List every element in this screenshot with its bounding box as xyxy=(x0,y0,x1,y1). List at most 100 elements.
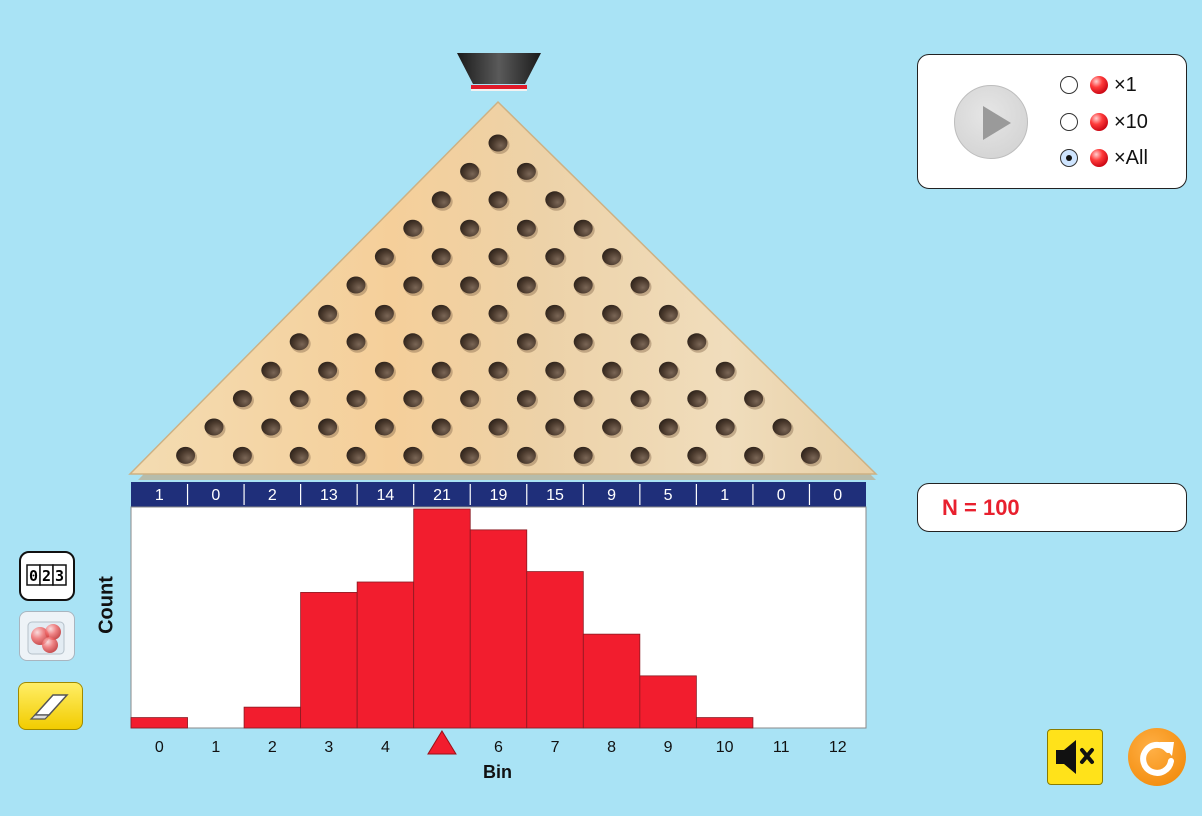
peg xyxy=(374,361,394,379)
option-one-ball[interactable]: ×1 xyxy=(1060,72,1137,98)
svg-text:2: 2 xyxy=(42,567,51,585)
peg xyxy=(460,446,480,464)
peg xyxy=(431,248,451,266)
peg xyxy=(488,191,508,209)
peg xyxy=(687,390,707,408)
peg xyxy=(602,361,622,379)
peg xyxy=(318,418,338,436)
peg xyxy=(460,390,480,408)
histogram-bar xyxy=(300,592,358,729)
ball-count-display: N = 100 xyxy=(917,483,1187,532)
peg xyxy=(630,390,650,408)
bin-count-label: 14 xyxy=(377,487,395,504)
bin-count-label: 0 xyxy=(777,487,786,504)
option-all-balls[interactable]: ×All xyxy=(1060,145,1148,171)
bin-tick-label: 2 xyxy=(268,739,277,756)
peg xyxy=(488,304,508,322)
peg xyxy=(545,248,565,266)
peg xyxy=(289,333,309,351)
eraser-button[interactable] xyxy=(18,682,83,730)
option-label: ×10 xyxy=(1114,110,1148,133)
peg xyxy=(460,219,480,237)
peg xyxy=(516,333,536,351)
peg xyxy=(488,248,508,266)
peg xyxy=(744,446,764,464)
peg xyxy=(460,333,480,351)
bin-count-label: 0 xyxy=(833,487,842,504)
peg xyxy=(346,333,366,351)
peg xyxy=(232,390,252,408)
peg xyxy=(602,418,622,436)
radio-button[interactable] xyxy=(1060,113,1078,131)
peg xyxy=(261,361,281,379)
peg xyxy=(289,446,309,464)
histogram-bar xyxy=(356,581,415,729)
peg xyxy=(658,304,678,322)
board-triangle xyxy=(128,100,878,475)
peg xyxy=(460,276,480,294)
peg xyxy=(289,390,309,408)
histogram-bar xyxy=(413,508,471,729)
histogram-bar xyxy=(526,571,584,729)
ball-icon xyxy=(1090,113,1108,131)
play-icon xyxy=(983,106,1011,140)
peg xyxy=(346,390,366,408)
bin-tick-label: 8 xyxy=(607,739,616,756)
peg xyxy=(261,418,281,436)
eraser-icon xyxy=(29,694,69,720)
peg xyxy=(516,162,536,180)
option-label: ×1 xyxy=(1114,73,1137,96)
show-counts-button[interactable]: 0 2 3 xyxy=(19,551,75,601)
ball-icon xyxy=(1090,76,1108,94)
peg xyxy=(545,418,565,436)
histogram-bar xyxy=(639,675,697,729)
peg xyxy=(744,390,764,408)
ball-icon xyxy=(1090,149,1108,167)
peg xyxy=(374,304,394,322)
bin-tick-label: 11 xyxy=(773,739,790,756)
peg xyxy=(630,446,650,464)
peg xyxy=(403,390,423,408)
option-ten-balls[interactable]: ×10 xyxy=(1060,109,1148,135)
sound-toggle-button[interactable] xyxy=(1047,729,1103,785)
peg xyxy=(516,390,536,408)
peg xyxy=(460,162,480,180)
peg xyxy=(488,361,508,379)
peg xyxy=(687,333,707,351)
bin-tick-label: 0 xyxy=(155,739,164,756)
peg xyxy=(488,418,508,436)
peg xyxy=(715,418,735,436)
bin-tick-label: 10 xyxy=(716,739,734,756)
peg xyxy=(630,276,650,294)
histogram-bar xyxy=(469,529,528,729)
peg xyxy=(573,446,593,464)
peg xyxy=(602,248,622,266)
bin-count-label: 9 xyxy=(607,487,616,504)
counter-icon: 0 2 3 xyxy=(26,564,67,586)
peg xyxy=(346,276,366,294)
show-balls-button[interactable] xyxy=(19,611,75,661)
peg xyxy=(573,390,593,408)
svg-text:3: 3 xyxy=(55,567,64,585)
peg xyxy=(545,191,565,209)
bin-count-label: 15 xyxy=(546,487,564,504)
play-button[interactable] xyxy=(954,85,1028,159)
peg xyxy=(573,219,593,237)
mean-marker xyxy=(427,730,457,755)
radio-button[interactable] xyxy=(1060,76,1078,94)
peg xyxy=(658,418,678,436)
svg-text:0: 0 xyxy=(29,567,38,585)
option-label: ×All xyxy=(1114,146,1148,169)
histogram-bar xyxy=(582,633,641,729)
radio-button-selected[interactable] xyxy=(1060,149,1078,167)
peg xyxy=(516,219,536,237)
reset-button[interactable] xyxy=(1128,728,1186,786)
histogram-bar xyxy=(130,717,188,729)
peg xyxy=(573,333,593,351)
bin-tick-label: 7 xyxy=(551,739,560,756)
peg xyxy=(374,418,394,436)
peg xyxy=(431,418,451,436)
peg xyxy=(658,361,678,379)
bin-count-label: 1 xyxy=(155,487,164,504)
